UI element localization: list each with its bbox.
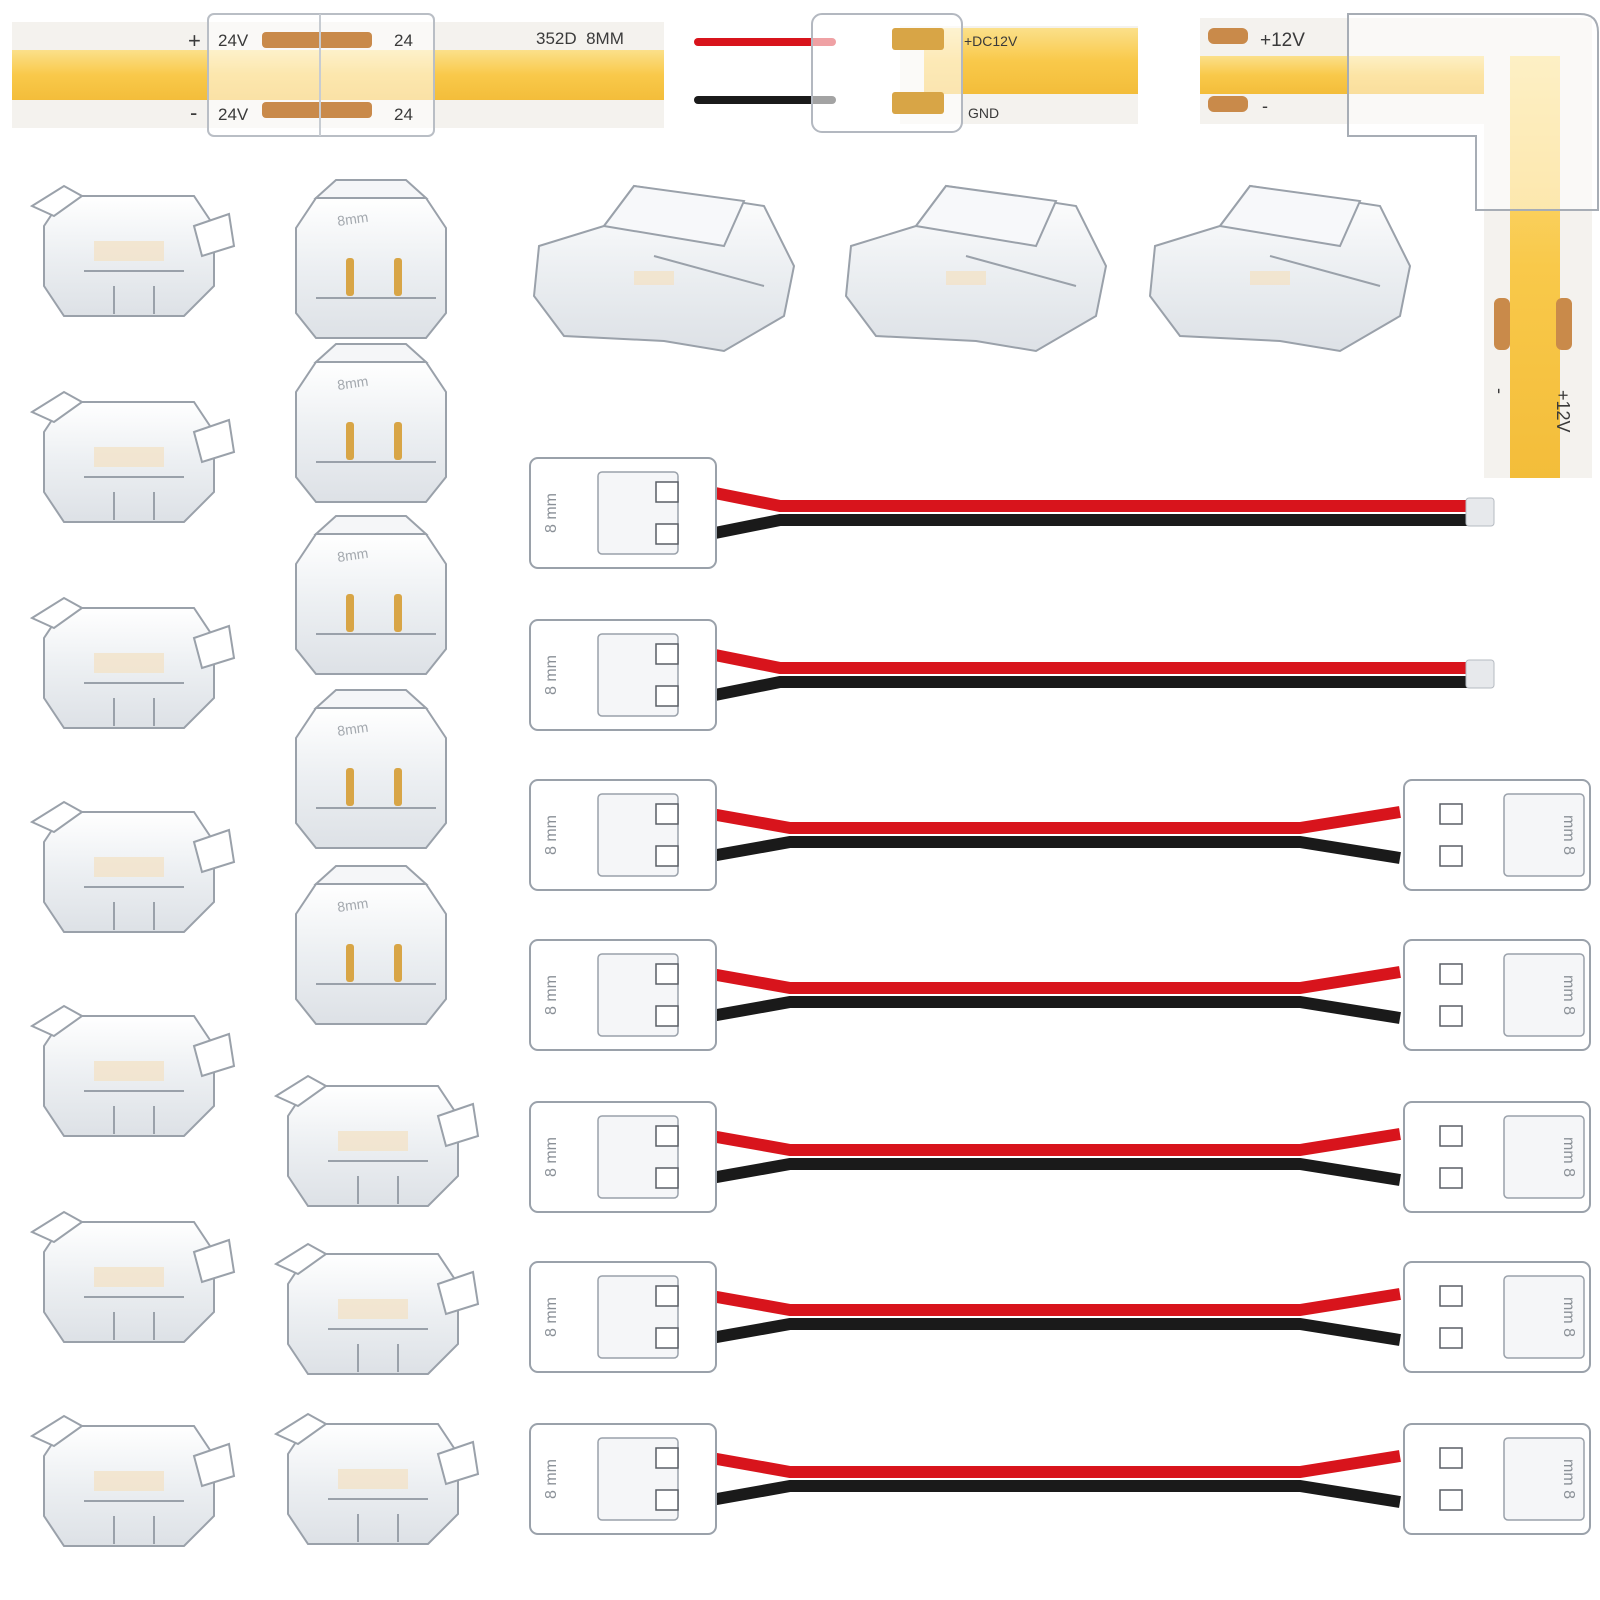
minus-sign: -: [190, 100, 197, 125]
width-label: 8 mm: [543, 815, 560, 855]
wire-red: [698, 806, 1401, 834]
straight-connector: [29, 1414, 236, 1547]
straight-connector: [273, 1242, 480, 1375]
hinged-clip-connector: 8mm: [295, 689, 447, 849]
width-label: 8 mm: [543, 1459, 560, 1499]
width-label: 8 mm: [543, 975, 560, 1015]
contact-ground: [892, 92, 944, 114]
cable-connector-head: 8 mm: [529, 619, 717, 731]
hinged-clip-connector: 8mm: [295, 865, 447, 1025]
strip-model-label: 352D 8MM: [536, 29, 624, 48]
width-label: mm 8: [1560, 1137, 1577, 1177]
wire-red: [698, 484, 1470, 512]
cable-connector-head: 8 mm: [529, 1101, 717, 1213]
wire-black: [698, 996, 1401, 1024]
cable-connector-head: 8 mm: [529, 457, 717, 569]
cable-connector-head: mm 8: [1403, 1101, 1591, 1213]
wire-black: [698, 676, 1470, 704]
width-label: 8 mm: [543, 1137, 560, 1177]
wire-black: [698, 514, 1470, 542]
straight-connector-set: [29, 184, 480, 1547]
straight-connector: [29, 1004, 236, 1137]
top-left-voltage: 24V: [218, 31, 249, 50]
width-label: 8mm: [336, 373, 369, 393]
single-end-pigtail-cable: 8 mm: [529, 619, 1495, 731]
l-corner-connector: [532, 184, 796, 353]
cable-connector-head: 8 mm: [529, 1423, 717, 1535]
cable-set: 8 mm 8 mm 8 mm mm 8 8 mm mm 8 8 mm mm 8 8 mm mm 8…: [529, 457, 1591, 1535]
stripped-wire-end: [1465, 659, 1495, 689]
wire-black: [698, 1480, 1401, 1508]
width-label: 8mm: [336, 209, 369, 229]
straight-connector: [273, 1074, 480, 1207]
wire-red: [698, 646, 1470, 674]
l-corner-connector: [844, 184, 1108, 353]
width-label: 8 mm: [543, 493, 560, 533]
contact-top: [262, 32, 372, 48]
straight-connector: [29, 596, 236, 729]
cable-connector-head: mm 8: [1403, 1423, 1591, 1535]
width-label: 8mm: [336, 545, 369, 565]
straight-connector: [29, 800, 236, 933]
wire-black: [698, 836, 1401, 864]
straight-connector: [29, 184, 236, 317]
contact-positive: [892, 28, 944, 50]
single-end-pigtail-cable: 8 mm: [529, 457, 1495, 569]
contact-bottom: [262, 102, 372, 118]
wire-red: [698, 1128, 1401, 1156]
width-label: mm 8: [1560, 975, 1577, 1015]
bottom-right-voltage: 24: [394, 105, 413, 124]
width-label: 8mm: [336, 895, 369, 915]
l-corner-connector: [1347, 13, 1599, 211]
width-label: mm 8: [1560, 1297, 1577, 1337]
hinged-clip-connector: 8mm: [295, 343, 447, 503]
horizontal-minus: -: [1262, 96, 1268, 116]
wire-black: [698, 1318, 1401, 1346]
double-end-extension-cable: 8 mm mm 8: [529, 779, 1591, 891]
wire-black: [698, 1158, 1401, 1186]
width-label: mm 8: [1560, 1459, 1577, 1499]
hinged-connector-set: 8mm 8mm 8mm 8mm 8mm: [295, 179, 447, 1025]
cable-connector-head: 8 mm: [529, 939, 717, 1051]
wire-red: [698, 1288, 1401, 1316]
double-end-extension-cable: 8 mm mm 8: [529, 1423, 1591, 1535]
width-label: mm 8: [1560, 815, 1577, 855]
bottom-left-voltage: 24V: [218, 105, 249, 124]
cable-connector-head: 8 mm: [529, 779, 717, 891]
ground-label: GND: [968, 105, 999, 121]
hinged-clip-connector: 8mm: [295, 179, 447, 339]
pigtail-connector-demo: +DC12V GND: [694, 13, 1138, 133]
vertical-voltage: +12V: [1553, 390, 1573, 433]
straight-connector: [273, 1412, 480, 1545]
vertical-minus: -: [1490, 388, 1510, 394]
double-end-extension-cable: 8 mm mm 8: [529, 939, 1591, 1051]
cable-connector-head: mm 8: [1403, 939, 1591, 1051]
l-corner-connector: [1148, 184, 1412, 353]
straight-connector: [29, 1210, 236, 1343]
straight-connector: [29, 390, 236, 523]
wire-red: [698, 1450, 1401, 1478]
positive-label: +DC12V: [964, 33, 1018, 49]
strip-connector-demo: + 24V 24 - 24V 24 352D 8MM: [12, 13, 664, 137]
corner-connector-set: [532, 184, 1412, 353]
wire-red: [698, 966, 1401, 994]
top-right-voltage: 24: [394, 31, 413, 50]
double-end-extension-cable: 8 mm mm 8: [529, 1101, 1591, 1213]
corner-connector-demo: +12V - +12V -: [1200, 13, 1599, 478]
width-label: 8 mm: [543, 655, 560, 695]
hinged-clip-connector: 8mm: [295, 515, 447, 675]
horizontal-voltage: +12V: [1260, 30, 1305, 51]
double-end-extension-cable: 8 mm mm 8: [529, 1261, 1591, 1373]
cable-connector-head: mm 8: [1403, 1261, 1591, 1373]
plus-sign: +: [188, 28, 201, 53]
width-label: 8mm: [336, 719, 369, 739]
width-label: 8 mm: [543, 1297, 560, 1337]
stripped-wire-end: [1465, 497, 1495, 527]
cable-connector-head: 8 mm: [529, 1261, 717, 1373]
cable-connector-head: mm 8: [1403, 779, 1591, 891]
